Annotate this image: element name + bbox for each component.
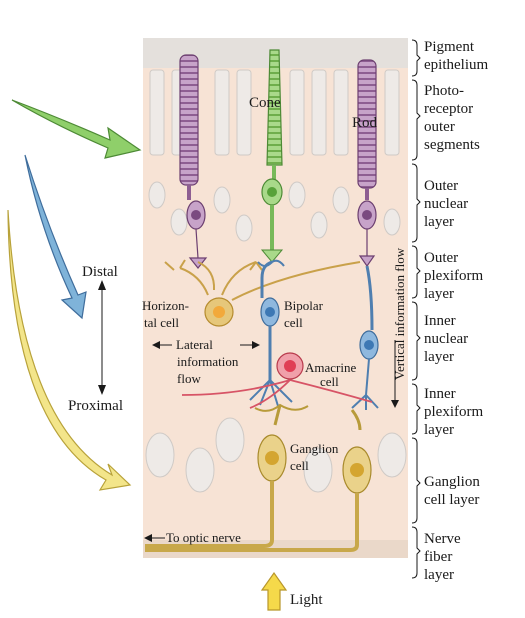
layer-brackets [411, 39, 421, 579]
horizontal-cell-label-1: Horizon- [142, 298, 189, 313]
layer-ipl-3: layer [424, 422, 454, 438]
distal-label: Distal [82, 264, 118, 280]
cone-cell [260, 49, 284, 263]
bipolar-cell-left [249, 259, 293, 407]
bipolar-cell-label-1: Bipolar [284, 298, 324, 313]
layer-outer-seg-1: Photo- [424, 83, 464, 99]
layer-outer-seg-2: receptor [424, 101, 473, 117]
layer-opl-1: Outer [424, 250, 458, 266]
ganglion-cell-label-1: Ganglion [290, 441, 339, 456]
amacrine-cell [181, 352, 373, 409]
layer-opl-3: layer [424, 286, 454, 302]
layer-nfl-3: layer [424, 567, 454, 583]
layer-pigment-2: epithelium [424, 57, 488, 73]
lateral-flow-arrow [152, 341, 260, 349]
ganglion-cell-left [145, 403, 309, 548]
layer-onl-3: layer [424, 214, 454, 230]
layer-opl-2: plexiform [424, 268, 483, 284]
green-arrow [11, 99, 142, 159]
layer-inl-1: Inner [424, 313, 456, 329]
rod-cell-left [179, 54, 208, 269]
layer-pigment-1: Pigment [424, 39, 475, 55]
layer-labels: Pigment epithelium Photo- receptor outer… [424, 39, 488, 583]
layer-nfl-2: fiber [424, 549, 452, 565]
optic-nerve-label: To optic nerve [166, 530, 241, 545]
layer-inl-2: nuclear [424, 331, 468, 347]
lateral-flow-label-3: flow [177, 371, 201, 386]
rod-cell-right [357, 59, 377, 268]
blue-arrow [24, 154, 87, 320]
layer-onl-1: Outer [424, 178, 458, 194]
cone-label: Cone [249, 95, 281, 111]
layer-ipl-2: plexiform [424, 404, 483, 420]
vertical-flow-label: Vertical information flow [392, 247, 407, 380]
amacrine-cell-label-1: Amacrine [305, 360, 356, 375]
layer-onl-2: nuclear [424, 196, 468, 212]
lateral-flow-label-1: Lateral [176, 337, 213, 352]
layer-inl-3: layer [424, 349, 454, 365]
horizontal-cell-label-2: tal cell [144, 315, 179, 330]
layer-nfl-1: Nerve [424, 531, 461, 547]
layer-outer-seg-3: outer [424, 119, 455, 135]
bipolar-cell-label-2: cell [284, 315, 303, 330]
optic-nerve-arrow [144, 534, 165, 542]
distal-proximal-axis [98, 280, 106, 395]
layer-gcl-1: Ganglion [424, 474, 480, 490]
amacrine-cell-label-2: cell [320, 374, 339, 389]
light-label: Light [290, 592, 323, 608]
horizontal-cell [164, 259, 361, 327]
ganglion-cell-label-2: cell [290, 458, 309, 473]
ganglion-cell-right [145, 409, 372, 552]
vertical-flow-arrow [391, 340, 399, 408]
bipolar-cell-right [351, 265, 379, 410]
layer-outer-seg-4: segments [424, 137, 480, 153]
yellow-arrow [7, 209, 132, 491]
proximal-label: Proximal [68, 398, 123, 414]
rod-label: Rod [352, 115, 378, 131]
lateral-flow-label-2: information [177, 354, 239, 369]
layer-gcl-2: cell layer [424, 492, 479, 508]
light-arrow [260, 571, 288, 611]
background-photoreceptors [145, 69, 407, 493]
layer-ipl-1: Inner [424, 386, 456, 402]
